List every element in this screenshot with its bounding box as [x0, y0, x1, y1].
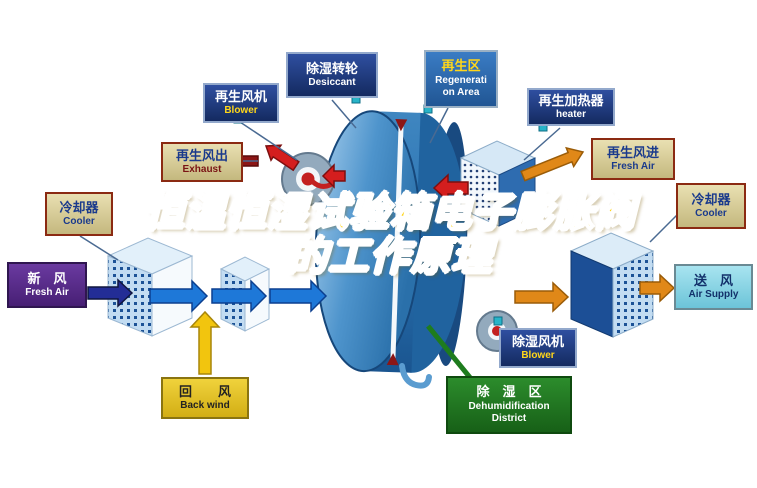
heater-unit	[459, 140, 537, 227]
stripe-arrow-top-icon	[395, 119, 408, 132]
label-en: Regenerati	[435, 74, 487, 86]
dry-air-arrow-2	[639, 273, 676, 303]
fresh-air-arrow	[87, 278, 134, 308]
label-dehumid-blower: 除湿风机 Blower	[499, 328, 577, 368]
label-cooler-left: 冷却器 Cooler	[45, 192, 113, 236]
label-en: District	[491, 413, 527, 425]
label-en: Cooler	[695, 207, 727, 219]
label-regen-heater: 再生加热器 heater	[527, 88, 615, 126]
label-air-supply: 送 风 Air Supply	[674, 264, 753, 310]
label-back-wind: 回 风 Back wind	[161, 377, 249, 419]
label-zh: 再生风出	[175, 147, 228, 163]
label-regen-fresh-air: 再生风进 Fresh Air	[591, 138, 675, 180]
title-line-1: 恒温恒湿试验箱电子膨胀阀	[143, 190, 636, 236]
regen-intake-arrow	[520, 146, 585, 182]
label-en: Dehumidification	[468, 400, 550, 412]
label-zh: 回 风	[178, 383, 231, 399]
label-zh: 再生区	[441, 58, 481, 74]
airflow-arrows	[87, 144, 676, 375]
label-en: Blower	[224, 104, 258, 116]
regen-hot-air-arrow	[432, 173, 469, 203]
label-zh: 送 风	[693, 272, 733, 288]
label-en: Desiccant	[308, 76, 356, 88]
title-line-2: 的工作原理	[287, 234, 493, 280]
label-regeneration-area: 再生区 Regenerati on Area	[424, 50, 498, 108]
dehumid-zone-leader	[426, 324, 474, 382]
label-zh: 再生风进	[606, 144, 659, 160]
regen-wet-air-arrow	[321, 163, 346, 189]
page-title: 恒温恒湿试验箱电子膨胀阀 的工作原理	[55, 190, 725, 280]
label-en: on Area	[442, 87, 480, 99]
label-en: Fresh Air	[611, 160, 655, 172]
wheel-divider-stripe	[390, 120, 404, 365]
supply-flow-arrow-2	[211, 279, 268, 313]
label-exhaust: 再生风出 Exhaust	[161, 142, 243, 182]
supply-flow-arrow-1	[149, 279, 209, 313]
supply-flow-arrow-3	[269, 279, 328, 313]
label-desiccant-wheel: 除湿转轮 Desiccant	[286, 52, 378, 98]
label-zh: 再生风机	[214, 88, 267, 104]
stripe-arrow-bottom-icon	[386, 353, 399, 366]
label-zh: 再生加热器	[538, 92, 604, 108]
label-zh: 除湿风机	[511, 333, 564, 349]
label-en: Air Supply	[688, 288, 739, 300]
label-regen-blower: 再生风机 Blower	[203, 83, 279, 123]
regen-blower-fan-icon	[281, 152, 335, 206]
right-air-unit	[569, 232, 655, 338]
label-en: Blower	[521, 349, 555, 361]
left-air-unit	[106, 237, 194, 337]
label-zh: 新 风	[27, 270, 67, 286]
wheel-seal-curl	[399, 363, 432, 389]
label-en: Back wind	[180, 399, 230, 411]
return-air-arrow	[189, 310, 221, 375]
leader-lines	[79, 99, 678, 261]
label-zh: 除 湿 区	[476, 384, 542, 400]
label-en: Cooler	[63, 215, 95, 227]
label-en: Exhaust	[182, 163, 222, 175]
label-zh: 冷却器	[691, 191, 731, 207]
label-zh: 冷却器	[59, 199, 99, 215]
label-en: Fresh Air	[25, 286, 69, 298]
label-zh: 除湿转轮	[305, 60, 358, 76]
label-dehumid-district: 除 湿 区 Dehumidification District	[446, 376, 572, 434]
dry-air-arrow-1	[514, 281, 570, 313]
label-en: heater	[555, 108, 586, 120]
label-fresh-air: 新 风 Fresh Air	[7, 262, 87, 308]
label-cooler-right: 冷却器 Cooler	[676, 183, 746, 229]
